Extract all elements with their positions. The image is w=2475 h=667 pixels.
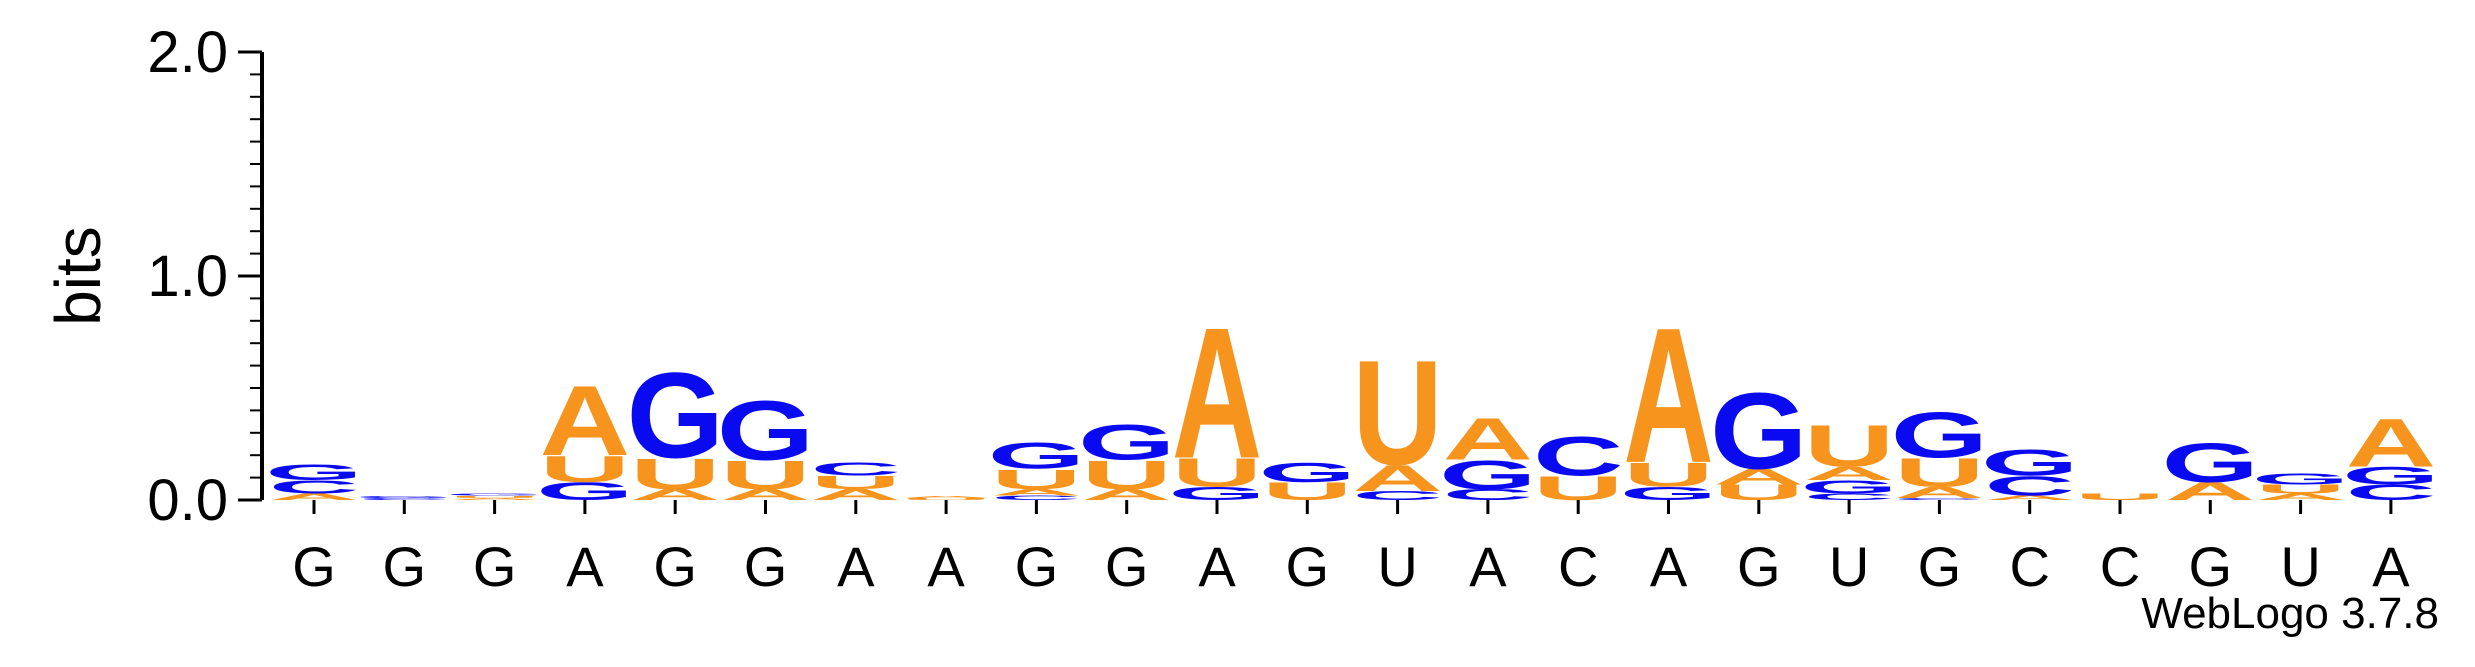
x-position-label: G — [292, 535, 336, 598]
x-position-label: G — [1737, 535, 1781, 598]
logo-letter-U: U — [2075, 492, 2166, 502]
logo-letter-A: A — [1714, 465, 1805, 489]
x-position-label: C — [1558, 535, 1598, 598]
logo-letter-G: G — [2252, 470, 2350, 487]
logo-letter-G: G — [1981, 441, 2079, 483]
logo-letter-G: G — [1078, 415, 1176, 470]
y-tick-label: 1.0 — [147, 244, 228, 309]
logo-letter-A: A — [720, 486, 811, 503]
logo-letter-G: G — [446, 493, 544, 496]
logo-letter-U: U — [1894, 450, 1985, 495]
logo-letter-U: U — [2255, 482, 2346, 496]
logo-letter-A: A — [2255, 492, 2346, 502]
x-position-label: G — [1015, 535, 1059, 598]
x-position-label: A — [837, 535, 875, 598]
logo-letter-U: U — [540, 448, 631, 490]
x-position-label: G — [383, 535, 427, 598]
logo-letter-C: C — [991, 494, 1082, 501]
logo-letter-U: U — [811, 472, 902, 493]
logo-letter-A: A — [2346, 405, 2437, 481]
logo-letter-G: G — [626, 348, 724, 484]
logo-letter-G: G — [2342, 462, 2440, 490]
logo-letter-A: A — [1081, 486, 1172, 503]
x-position-label: U — [1377, 535, 1417, 598]
x-position-label: C — [2100, 535, 2140, 598]
logo-letter-G: G — [1891, 399, 1989, 472]
logo-letter-U: U — [1352, 330, 1443, 497]
logo-letter-C: C — [1533, 425, 1624, 488]
x-position-label: A — [1469, 535, 1507, 598]
logo-letter-U: U — [901, 497, 992, 500]
logo-letter-A: A — [991, 487, 1082, 497]
x-position-label: A — [566, 535, 604, 598]
x-position-label: A — [1198, 535, 1236, 598]
logo-letter-G: G — [1168, 483, 1266, 504]
logo-letter-C: C — [1894, 497, 1985, 500]
x-position-label: G — [653, 535, 697, 598]
logo-letter-G: G — [356, 495, 454, 498]
x-position-label: G — [1105, 535, 1149, 598]
logo-letter-G: G — [988, 435, 1086, 477]
y-ticks: 0.0 1.0 2.0 — [147, 20, 262, 533]
logo-letter-C: C — [1352, 489, 1443, 503]
logo-letter-U: U — [630, 449, 721, 498]
logo-letter-C: C — [269, 476, 360, 497]
x-position-label: A — [1650, 535, 1688, 598]
logo-letter-U: U — [1172, 450, 1263, 495]
logo-letter-A: A — [811, 486, 902, 503]
logo-letter-C: C — [359, 497, 450, 500]
logo-letter-A: A — [1443, 406, 1534, 472]
x-position-label: G — [2189, 535, 2233, 598]
logo-letter-A: A — [1894, 484, 1985, 501]
y-tick-label: 2.0 — [147, 20, 228, 85]
x-position-label: A — [2372, 535, 2410, 598]
logo-letter-G: G — [1620, 483, 1718, 504]
logo-letter-A: A — [1984, 494, 2075, 501]
logo-letter-A: A — [1352, 457, 1443, 499]
x-position-label: G — [1918, 535, 1962, 598]
logo-letter-G: G — [1439, 452, 1537, 497]
logo-letter-U: U — [991, 464, 1082, 495]
x-position-label: C — [2009, 535, 2049, 598]
logo-letter-C: C — [811, 458, 902, 479]
logo-letter-A: A — [269, 492, 360, 502]
logo-letter-G: G — [265, 460, 363, 484]
logo-letter-C: C — [1804, 492, 1895, 502]
x-position-label: G — [473, 535, 517, 598]
x-position-label: U — [1829, 535, 1869, 598]
logo-letter-U: U — [1623, 456, 1714, 494]
logo-letter-U: U — [449, 495, 540, 498]
x-position-label: G — [1286, 535, 1330, 598]
logo-letter-G: G — [717, 383, 815, 477]
logo-letter-U: U — [1081, 452, 1172, 497]
logo-letter-G: G — [1259, 457, 1357, 488]
logo-letter-C: C — [1984, 471, 2075, 502]
logo-letter-A: A — [1804, 463, 1895, 484]
logo-letter-U: U — [1804, 413, 1895, 479]
logo-letter-C: C — [1443, 486, 1534, 503]
logo-letter-G: G — [2162, 431, 2260, 494]
logo-letter-G: G — [1800, 476, 1898, 497]
logo-letter-A: A — [630, 486, 721, 503]
logo-letter-A: A — [1623, 289, 1714, 504]
logo-letter-G: G — [1710, 370, 1808, 491]
logo-letter-U: U — [720, 452, 811, 497]
logo-letter-A: A — [1172, 288, 1263, 497]
x-position-label: U — [2280, 535, 2320, 598]
y-tick-label: 0.0 — [147, 468, 228, 533]
axes: 0.0 1.0 2.0 bits — [42, 20, 264, 533]
x-position-label: G — [744, 535, 788, 598]
logo-letter-A: A — [901, 495, 992, 498]
logo-letter-A: A — [449, 497, 540, 500]
x-position-label: A — [927, 535, 965, 598]
y-axis-label: bits — [42, 226, 114, 326]
weblogo-credit: WebLogo 3.7.8 — [2141, 589, 2439, 638]
logo-letter-A: A — [540, 365, 631, 476]
